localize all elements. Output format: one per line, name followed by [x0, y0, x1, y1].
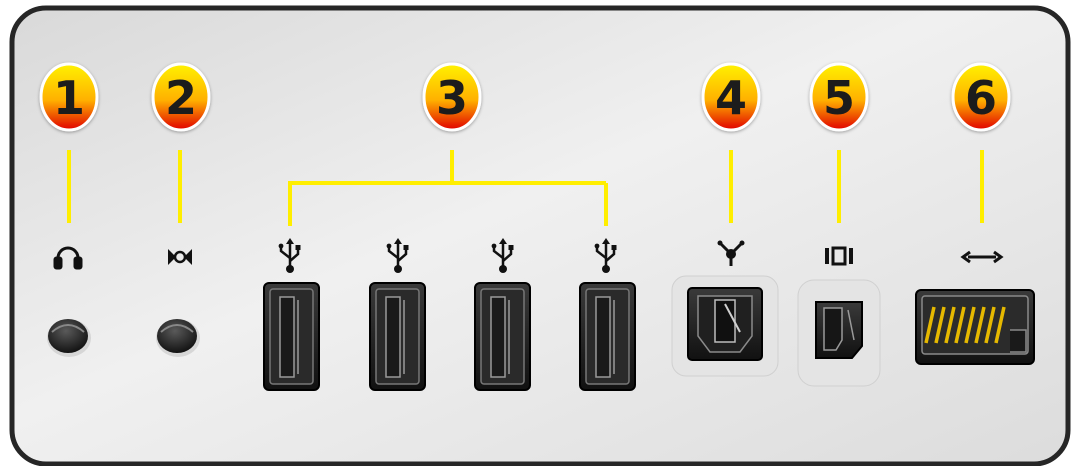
- callout-badge-1: 1: [39, 62, 99, 132]
- headphone-jack[interactable]: [47, 319, 91, 357]
- callout-badge-2: 2: [151, 62, 211, 132]
- firewire-800-icon: [825, 246, 853, 266]
- callout-line-3: [288, 150, 454, 226]
- usb-icon: [491, 238, 514, 273]
- callout-badge-6: 6: [951, 62, 1011, 132]
- headphones-icon: [53, 246, 83, 270]
- audio-line-in-jack[interactable]: [156, 319, 200, 357]
- callout-number-2: 2: [165, 71, 197, 125]
- usb-port[interactable]: [474, 282, 531, 391]
- ethernet-icon: [960, 250, 1004, 264]
- usb-icon: [594, 238, 617, 273]
- callout-number-3: 3: [436, 71, 468, 125]
- callout-lines: [67, 150, 984, 226]
- callout-badge-4: 4: [701, 62, 761, 132]
- firewire-400-port[interactable]: [671, 275, 779, 377]
- firewire-800-port[interactable]: [797, 279, 881, 387]
- callout-badge-3: 3: [422, 62, 482, 132]
- callout-number-1: 1: [53, 71, 85, 125]
- line-in-icon: [168, 249, 192, 265]
- usb-icon: [386, 238, 409, 273]
- callout-number-5: 5: [823, 71, 855, 125]
- firewire-400-icon: [717, 240, 745, 266]
- usb-port[interactable]: [369, 282, 426, 391]
- callout-badge-5: 5: [809, 62, 869, 132]
- ethernet-port[interactable]: [915, 289, 1035, 365]
- callout-number-4: 4: [715, 71, 747, 125]
- usb-icon: [278, 238, 301, 273]
- usb-port[interactable]: [579, 282, 636, 391]
- usb-port[interactable]: [263, 282, 320, 391]
- callout-number-6: 6: [965, 71, 997, 125]
